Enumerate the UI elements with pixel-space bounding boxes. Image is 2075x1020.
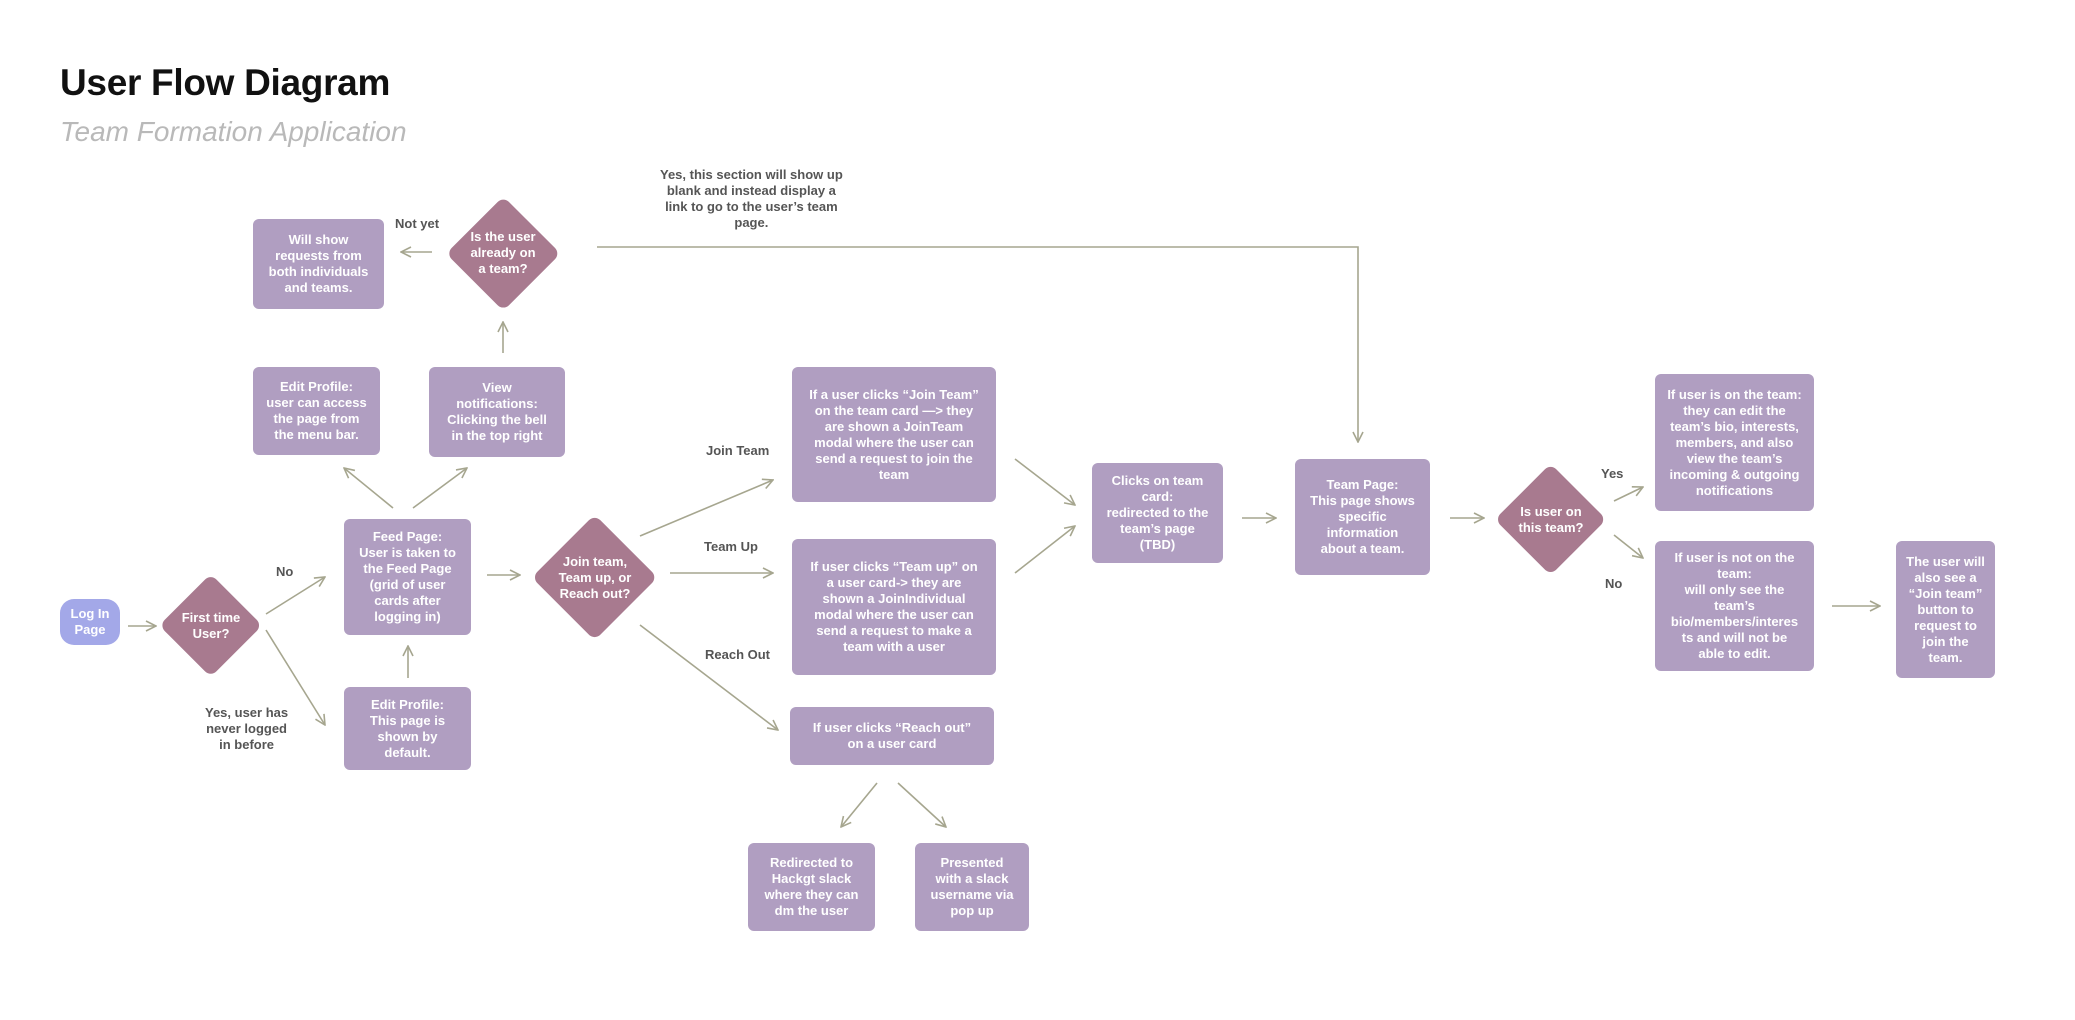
is-on-team-decision: Is user on this team?: [1495, 464, 1607, 576]
not-on-team-node: If user is not on the team: will only se…: [1655, 541, 1814, 671]
label-team-up: Team Up: [704, 539, 758, 554]
arrow-feed-to-notifications: [412, 468, 467, 509]
already-on-team-text: Is the user already on a team?: [470, 229, 536, 276]
arrow-team-up-to-clicks-card: [1014, 526, 1075, 574]
arrow-already-on-team-to-team-page: [597, 246, 1358, 442]
slack-popup-node: Presented with a slack username via pop …: [915, 843, 1029, 931]
join-team-up-reach-decision: Join team, Team up, or Reach out?: [531, 514, 659, 642]
label-join-team: Join Team: [706, 443, 770, 458]
first-time-user-text: First time User?: [181, 610, 241, 641]
reach-out-card-node: If user clicks “Reach out” on a user car…: [790, 707, 994, 765]
already-on-team-decision: Is the user already on a team?: [445, 195, 561, 311]
login-page-node: Log In Page: [60, 599, 120, 645]
is-on-team-text: Is user on this team?: [1518, 504, 1584, 535]
join-team-card-node: If a user clicks “Join Team” on the team…: [792, 367, 996, 502]
label-reach-out: Reach Out: [705, 647, 771, 662]
view-notifications-node: View notifications: Clicking the bell in…: [429, 367, 565, 457]
arrow-decision-to-reach-out: [639, 624, 778, 730]
edit-profile-menu-node: Edit Profile: user can access the page f…: [253, 367, 380, 455]
arrow-is-on-team-to-not-on-team: [1613, 534, 1643, 558]
arrow-join-team-to-clicks-card: [1014, 458, 1075, 505]
arrow-is-on-team-to-on-team: [1613, 487, 1643, 502]
will-show-requests-node: Will show requests from both individuals…: [253, 219, 384, 309]
diagram-subtitle: Team Formation Application: [60, 116, 407, 147]
team-up-card-node: If user clicks “Team up” on a user card-…: [792, 539, 996, 675]
on-team-node: If user is on the team: they can edit th…: [1655, 374, 1814, 511]
arrow-reach-out-to-slack-popup: [897, 782, 946, 827]
arrow-feed-to-edit-menu: [344, 468, 394, 509]
label-no-feed: No: [276, 564, 294, 579]
join-team-up-reach-text: Join team, Team up, or Reach out?: [558, 554, 632, 601]
clicks-team-card-node: Clicks on team card: redirected to the t…: [1092, 463, 1223, 563]
diagram-title: User Flow Diagram: [60, 62, 391, 103]
label-no-not-on-team: No: [1605, 576, 1623, 591]
label-yes-blank-section: Yes, this section will show up blank and…: [660, 167, 843, 230]
first-time-user-decision: First time User?: [159, 574, 263, 678]
arrow-reach-out-to-slack-redirect: [841, 782, 878, 827]
arrow-first-time-to-edit-profile: [265, 629, 325, 725]
arrow-first-time-to-feed: [265, 577, 325, 615]
arrow-decision-to-join-team: [639, 480, 773, 537]
label-yes-on-team: Yes: [1601, 466, 1624, 481]
redirect-slack-node: Redirected to Hackgt slack where they ca…: [748, 843, 875, 931]
edit-profile-default-node: Edit Profile: This page is shown by defa…: [344, 687, 471, 770]
team-page-node: Team Page: This page shows specific info…: [1295, 459, 1430, 575]
feed-page-node: Feed Page: User is taken to the Feed Pag…: [344, 519, 471, 635]
label-yes-never-logged: Yes, user has never logged in before: [205, 705, 289, 752]
label-not-yet: Not yet: [395, 216, 440, 231]
join-team-button-node: The user will also see a “Join team” but…: [1896, 541, 1995, 678]
